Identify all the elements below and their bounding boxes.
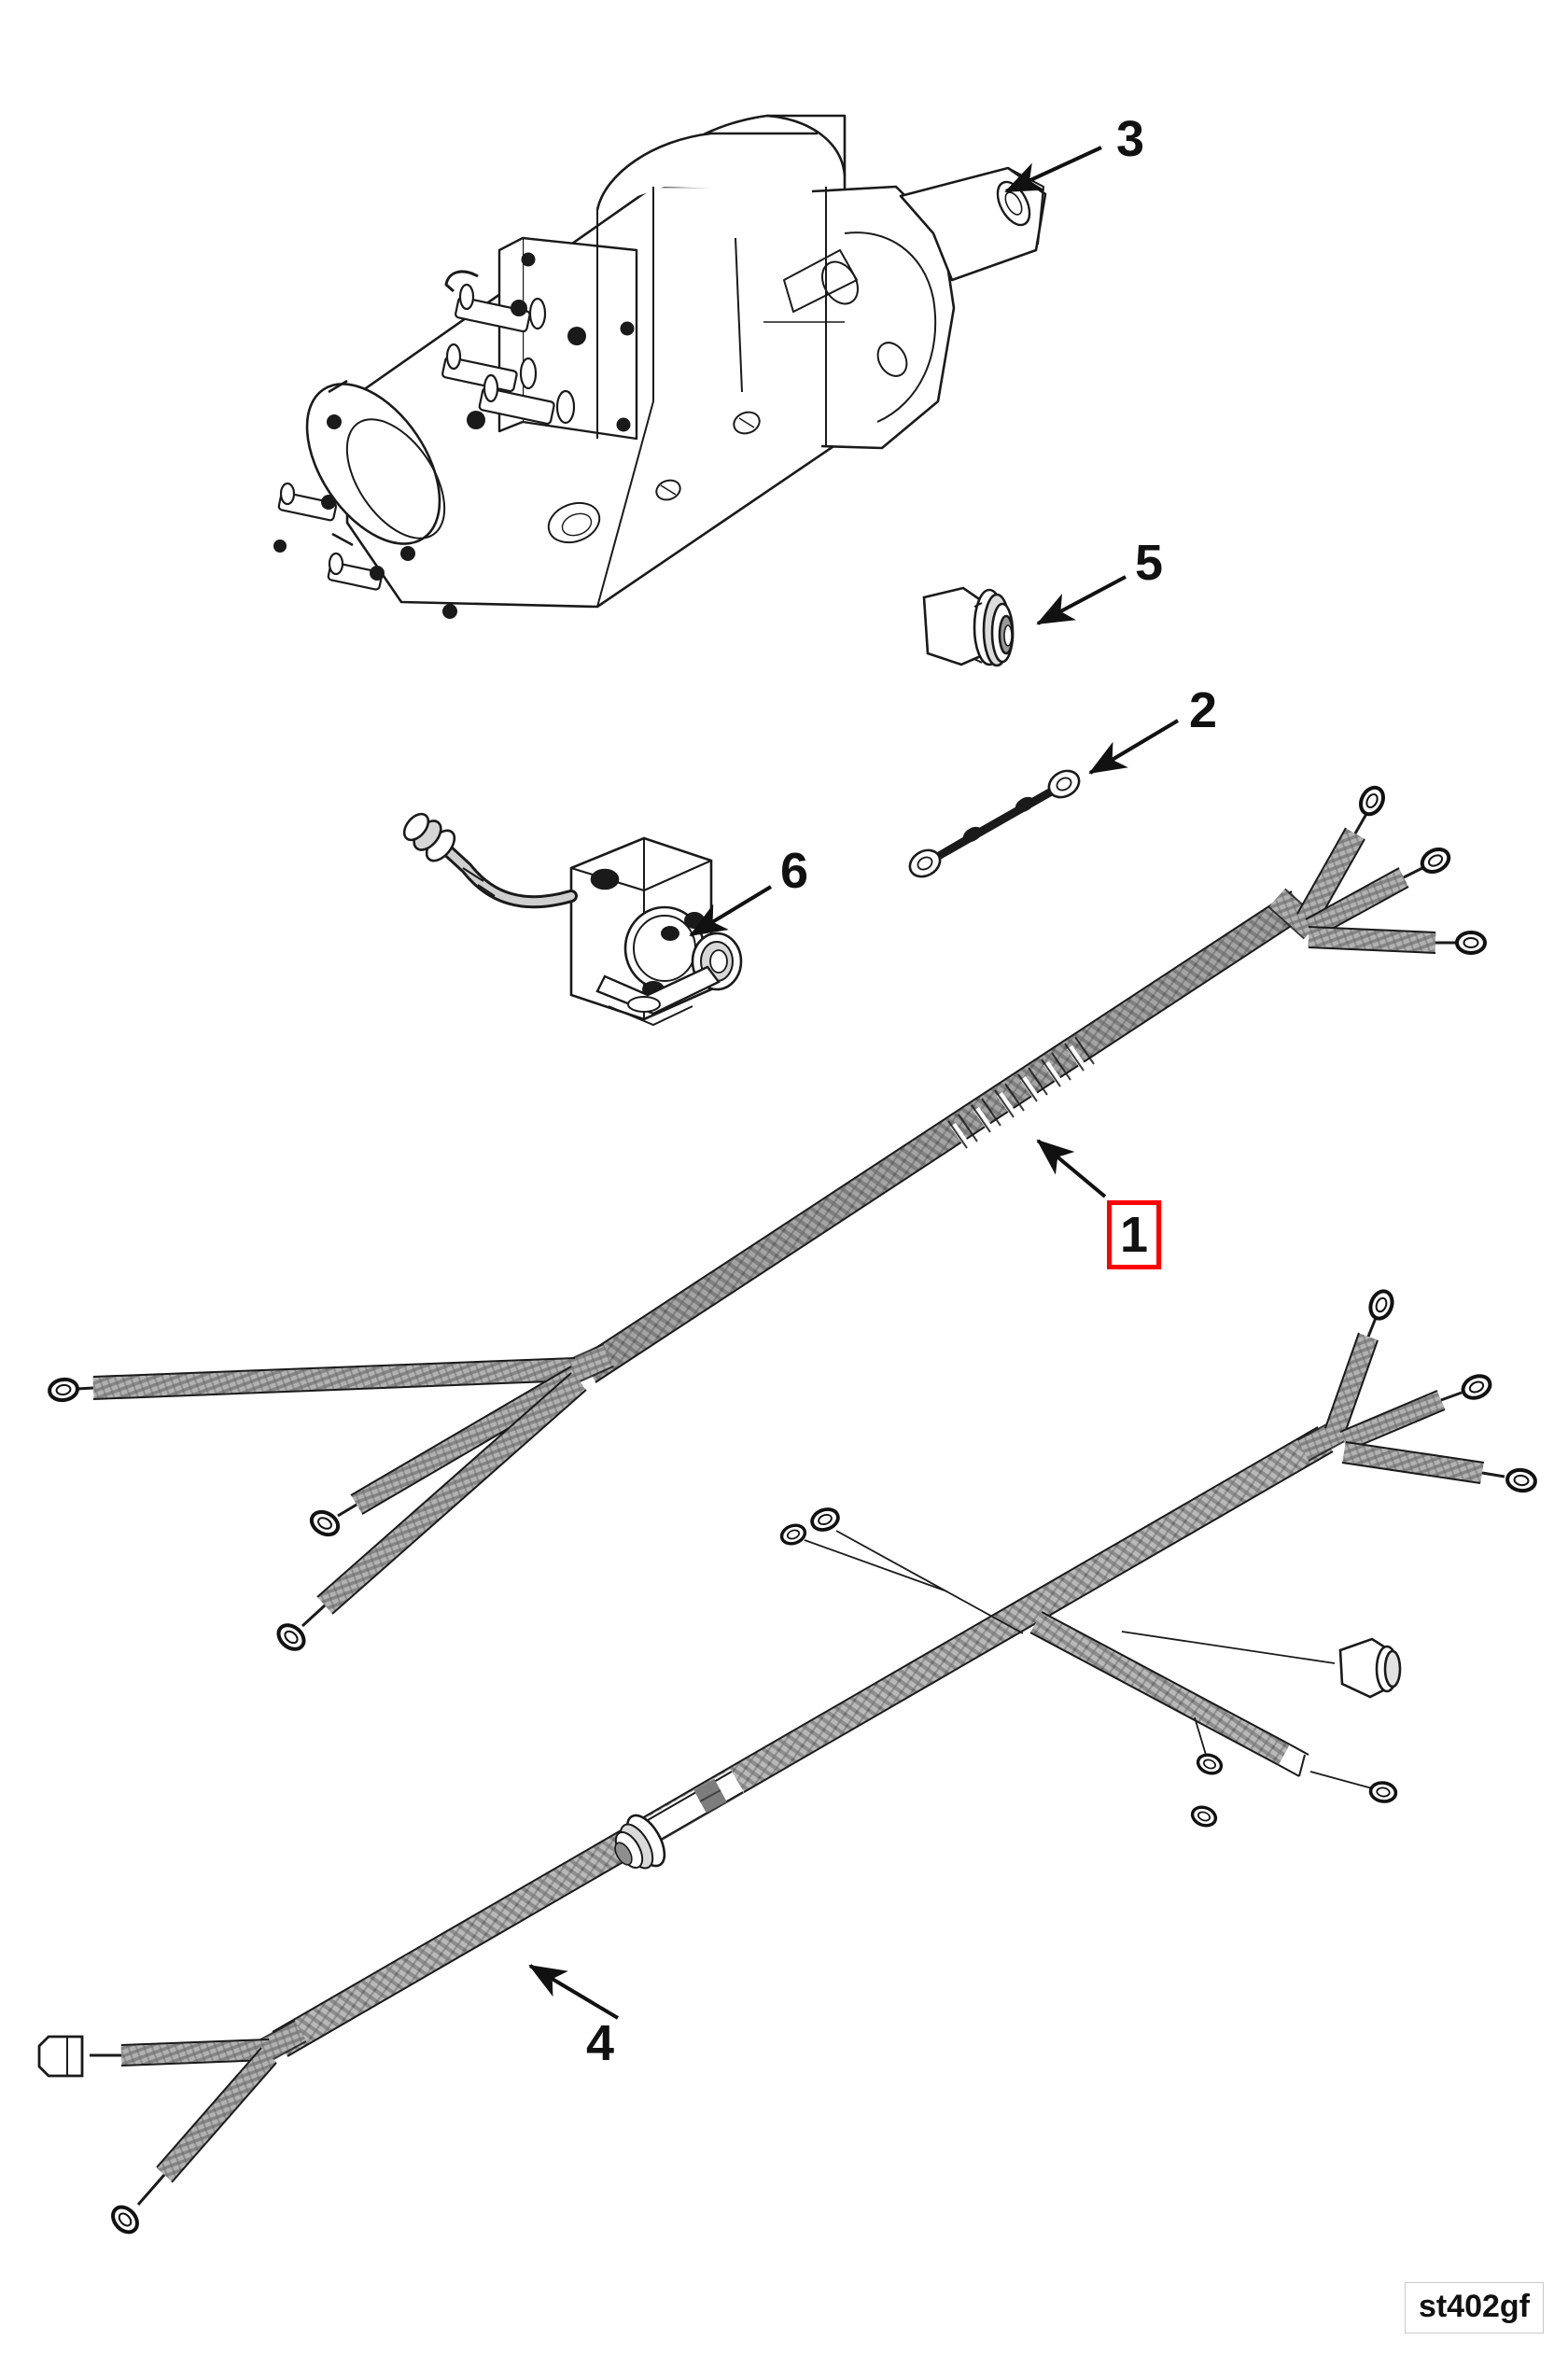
callout-leader-2 <box>1088 719 1180 775</box>
callout-leaders <box>528 146 1180 2020</box>
callout-label-3[interactable]: 3 <box>1116 111 1144 167</box>
part-grommet <box>922 586 1015 667</box>
lower-harness-leader-lines <box>804 1530 1373 1789</box>
callout-label-2[interactable]: 2 <box>1189 682 1217 738</box>
figure-code-box: st402gf <box>1404 2282 1544 2333</box>
callout-leader-6 <box>689 885 773 937</box>
harness-left-branches <box>46 1343 614 1657</box>
harness-tape-wrap <box>950 1045 1091 1154</box>
figure-code-text: st402gf <box>1418 2289 1530 2324</box>
callout-label-4[interactable]: 4 <box>586 2015 614 2071</box>
lower-harness-left-branches <box>37 2020 307 2239</box>
callout-leader-4 <box>528 1964 620 2020</box>
part-starting-motor <box>273 114 1047 619</box>
callout-label-1-box: 1 <box>1112 1205 1156 1265</box>
callout-leader-3 <box>1004 146 1102 193</box>
callout-label-1-highlighted[interactable]: 1 <box>1107 1200 1161 1269</box>
callout-label-1-text: 1 <box>1119 1207 1149 1263</box>
callout-leader-1 <box>1036 1139 1107 1198</box>
part-upper-cable-harness <box>46 784 1487 1657</box>
lower-harness-grommet <box>614 1769 745 1870</box>
callout-leader-5 <box>1036 575 1127 625</box>
part-lower-cable-harness <box>37 1286 1539 2239</box>
part-jumper-link <box>908 769 1081 878</box>
callout-label-6[interactable]: 6 <box>780 843 808 899</box>
harness-right-branches <box>1267 784 1487 955</box>
callout-label-5[interactable]: 5 <box>1135 535 1163 591</box>
lower-harness-right-branches <box>1296 1286 1539 1494</box>
part-magnetic-switch <box>402 812 743 1027</box>
